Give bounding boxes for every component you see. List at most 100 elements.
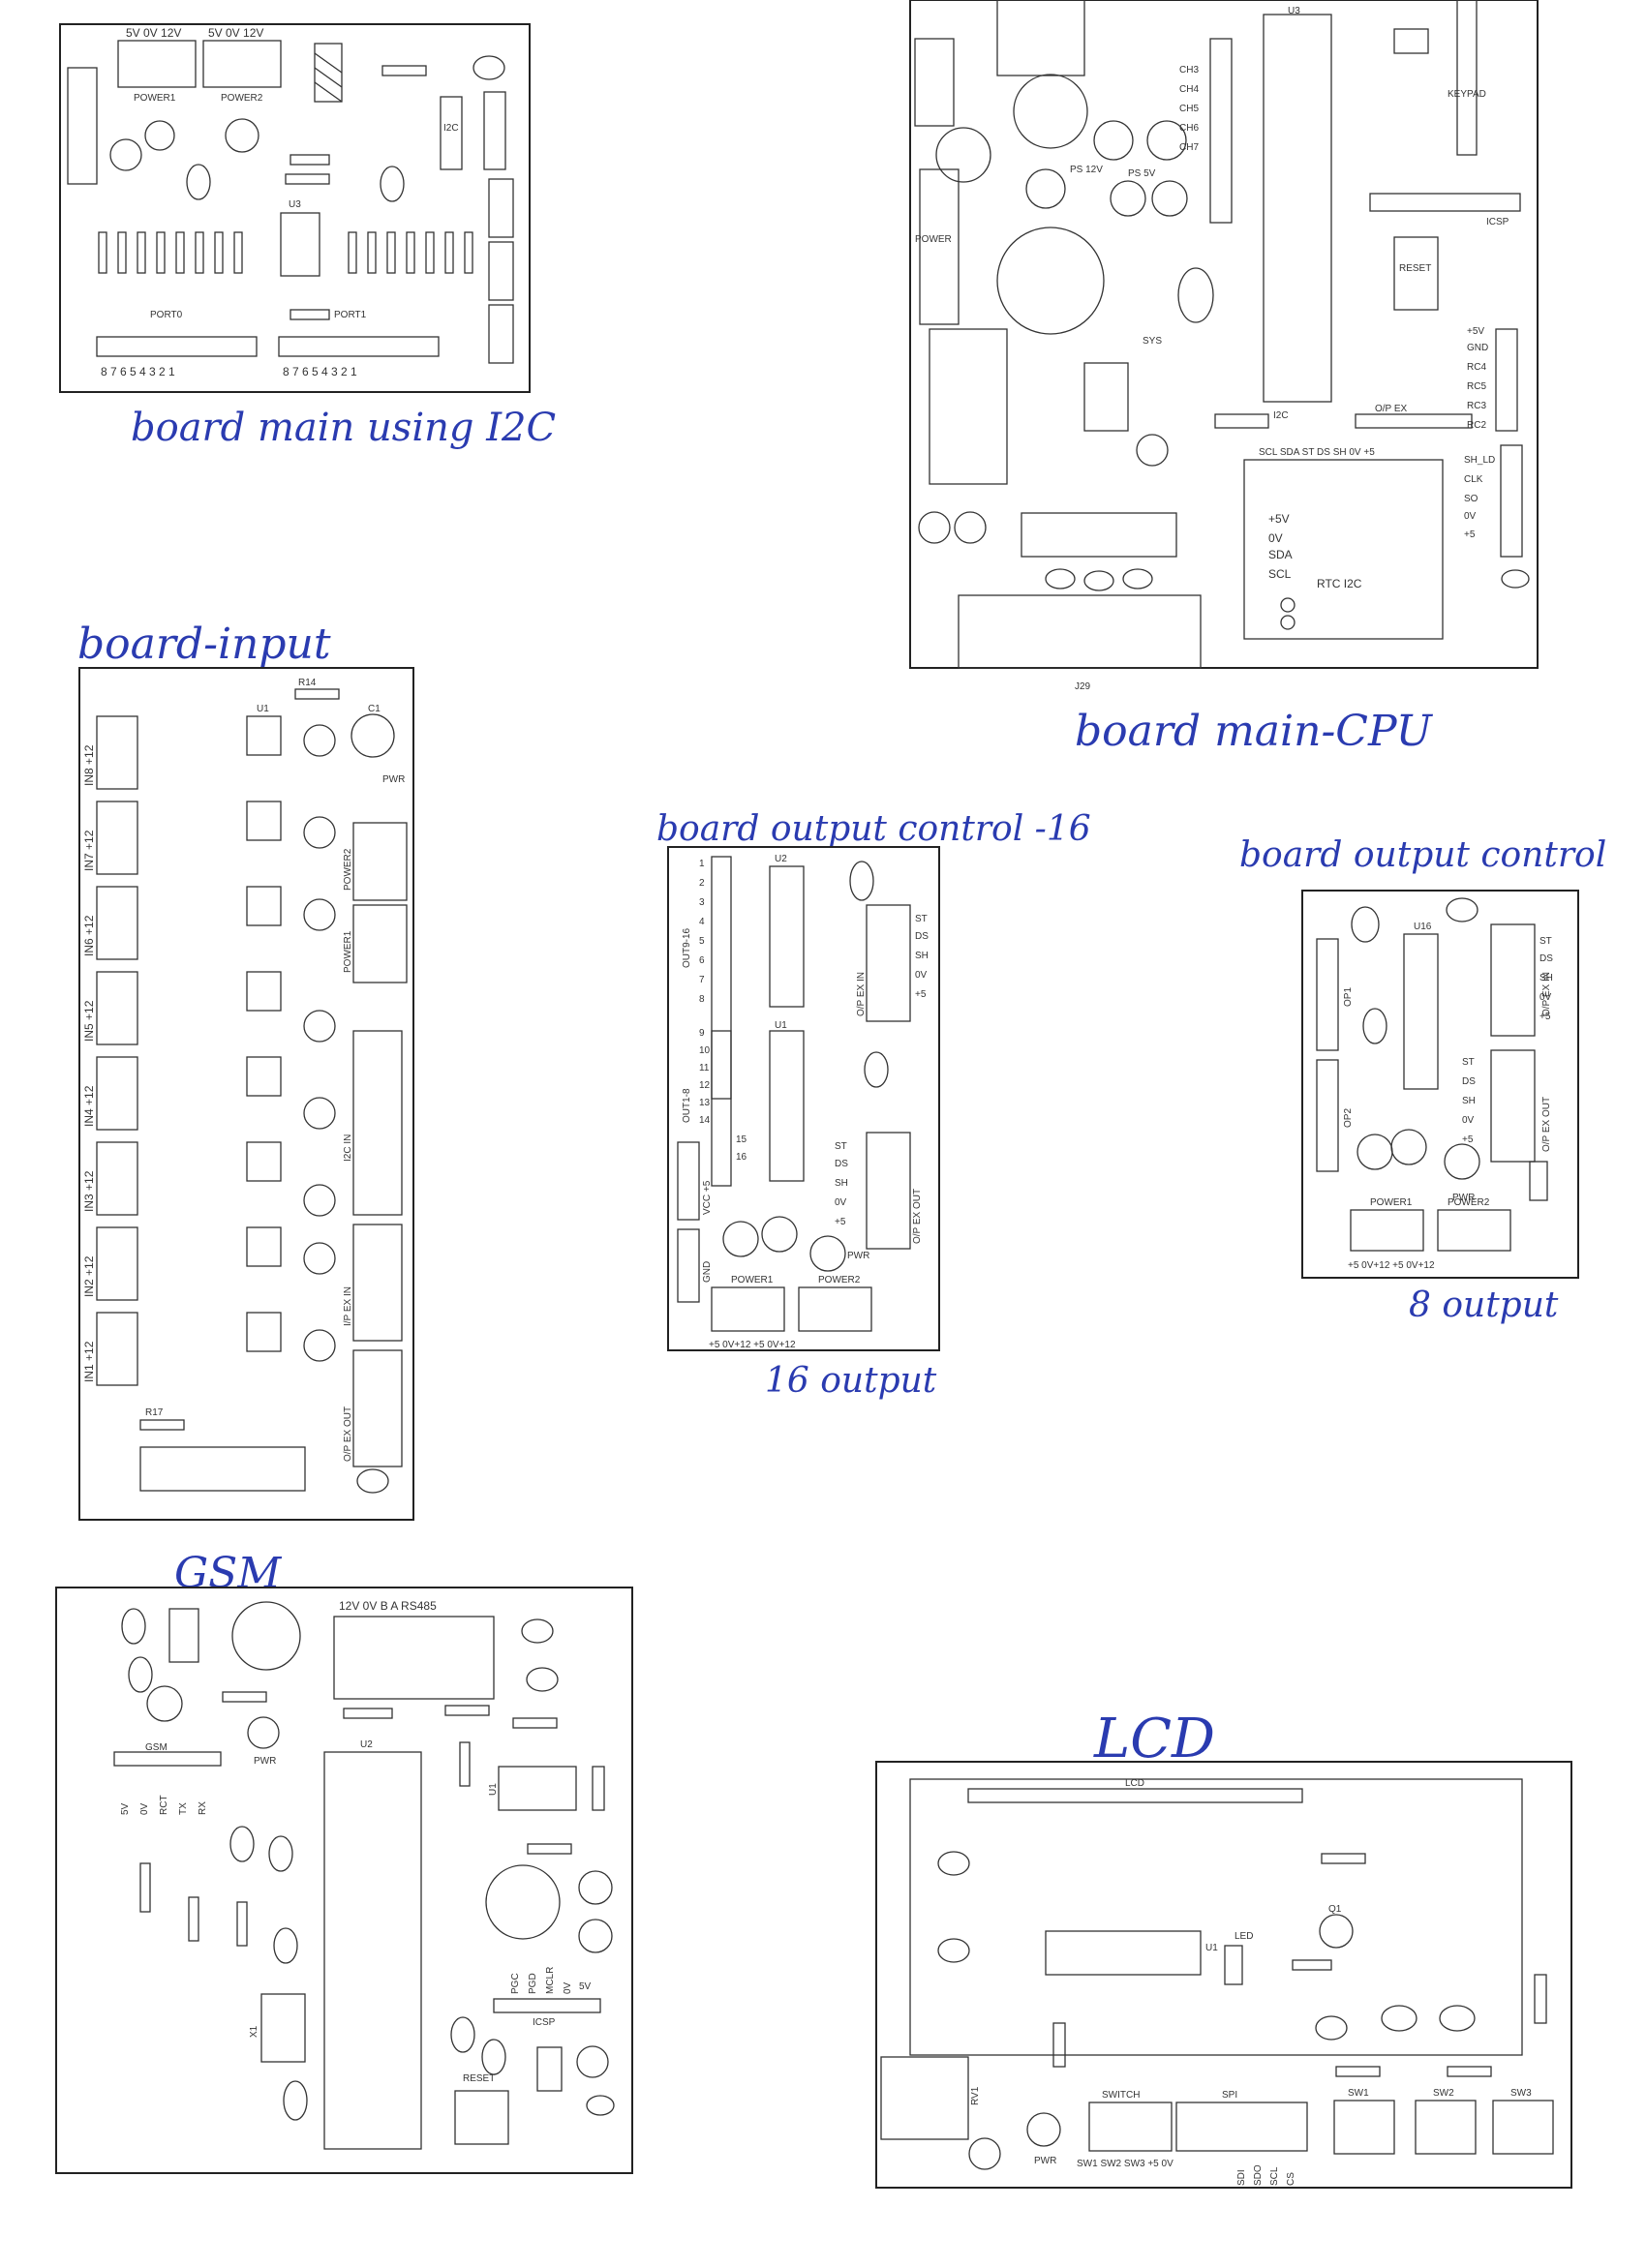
cap-c2-lcd [937,1851,970,1876]
cap-c6-out16 [864,1051,889,1088]
transistor-q1-lcd [1319,1914,1354,1949]
res-r4-lcd [1447,2066,1492,2077]
opex-bar [1355,413,1473,429]
out16-out-pin-1: ST [835,1141,847,1152]
spi-lcd-pin-4: CS [1286,2172,1296,2186]
ch-header [1209,38,1233,224]
input-power2-label: POWER2 [343,848,353,891]
out8-power2-label: POWER2 [1448,1197,1490,1208]
jp2-jumper [1393,28,1429,54]
out8-power1-label: POWER1 [1370,1197,1413,1208]
gsm-pin-5: RX [198,1801,208,1815]
c1-input-label: C1 [368,704,381,714]
diode-d1-gsm [536,2046,563,2092]
out16-power1-connector [711,1286,785,1332]
board-gsm: GSM 12V 0V B A RS485 PWR GSM 5V 0V RCT T… [55,1549,633,2174]
icsp-header [1369,193,1521,212]
cap-c3 [1025,168,1066,209]
port1-label: PORT1 [334,310,367,320]
regulator [314,43,343,103]
input-label-7: IN7 +12 [82,830,96,871]
res-r6-lcd [1335,2066,1381,2077]
out8-out-pin-2: DS [1462,1076,1476,1087]
output16-num-11: 11 [699,1063,710,1074]
i2c-label: I2C [443,123,459,134]
out16-in-pin-3: SH [915,951,929,961]
jumper-j20 [1280,597,1295,613]
out18-header [711,1030,732,1187]
port1-pins: 8 7 6 5 4 3 2 1 [283,365,357,378]
cap-c1-gsm [521,1618,554,1644]
input-labels: IN8 +12 IN7 +12 IN6 +12 IN5 +12 IN4 +12 … [82,744,96,1382]
out16-out-pin-4: 0V [835,1197,847,1208]
pwr-gsm-label: PWR [254,1756,276,1767]
lcd-header [967,1788,1303,1803]
ic-u2-gsm [323,1751,422,2150]
res-r35 [290,154,330,166]
u3-cpu-label: U3 [1288,6,1300,16]
output16-num-9: 9 [699,1028,705,1039]
cap-c5-out8 [1362,1008,1387,1044]
res-r2-gsm [512,1717,558,1729]
out16-out-pin-5: +5 [835,1217,846,1227]
input-label-5: IN5 +12 [82,1000,96,1042]
board-input-outline [78,667,414,1521]
board-output-8: board output control OP1 OP2 U16 O/P EX … [1239,835,1606,1325]
pot-rv1 [880,2056,969,2140]
i2c-cpu-label: I2C [1273,410,1289,421]
cap-c4 [225,118,259,153]
switch-pins: SW1 SW2 SW3 +5 0V [1077,2159,1174,2169]
rtc-pin-3: SDA [1268,548,1293,561]
res-r5-lcd [1534,1974,1547,2024]
cap-c2-out8 [1356,1134,1393,1170]
spi-lcd-pin-2: SDO [1253,2164,1264,2186]
board-main-cpu-outline [909,0,1539,669]
opex-in-out16 [866,904,911,1022]
cap-c2-out16 [722,1221,759,1257]
res-r2-lcd [1321,1853,1366,1864]
i2c-in-label: I2C IN [343,1134,353,1162]
opex-out-out16 [866,1132,911,1250]
input-label-8: IN8 +12 [82,744,96,786]
opex-out-label: O/P EX OUT [343,1406,353,1462]
ic-u3 [280,212,320,277]
opex-in-out16-label: O/P EX IN [856,972,867,1016]
out8-in-pin-4: 0V [1539,992,1552,1003]
ic-u3-cpu [1263,14,1332,403]
cap-c6-gsm [273,1927,298,1964]
input-label-3: IN3 +12 [82,1170,96,1212]
out16-out-pin-2: DS [835,1159,848,1169]
cap-c2-gsm [450,2016,475,2053]
ic-u1-lcd [1045,1930,1202,1976]
res-r16-gsm [236,1901,248,1947]
res-r17-gsm [188,1896,199,1942]
input-label-1: IN1 +12 [82,1341,96,1382]
i2c-in-connector [352,1030,403,1216]
port1-resistors [348,231,473,274]
res-r6-gsm [222,1691,267,1703]
spi-pin-4: RC5 [1467,381,1486,392]
led-pwr-out16 [809,1235,846,1272]
port0-label: PORT0 [150,310,183,320]
cap-c5-lcd [1381,2005,1417,2032]
ip-pin-3: SO [1464,494,1478,504]
sys-label: SYS [1143,336,1162,347]
out16-power2-label: POWER2 [818,1275,861,1285]
led-d1 [1093,120,1134,161]
cap-c3-gsm [268,1835,293,1872]
cap-c1 [109,138,142,171]
gsm-pin-4: TX [178,1802,189,1815]
top-connector [996,0,1085,76]
out16-power-pins: +5 0V+12 +5 0V+12 [709,1340,796,1350]
cap-c3-out8 [1351,906,1380,943]
res-r22 [381,65,427,76]
cap-c9-gsm [146,1685,183,1722]
opex-out-out16-label: O/P EX OUT [912,1189,923,1244]
opex-cpu-label: O/P EX [1375,404,1407,414]
out8-in-pin-3: SH [1539,973,1553,983]
power1-connector [117,40,197,88]
icsp-header-gsm [493,1998,601,2013]
cap-c4-out8 [1390,1129,1427,1165]
res-r17 [139,1419,185,1431]
out16-power1-label: POWER1 [731,1275,774,1285]
